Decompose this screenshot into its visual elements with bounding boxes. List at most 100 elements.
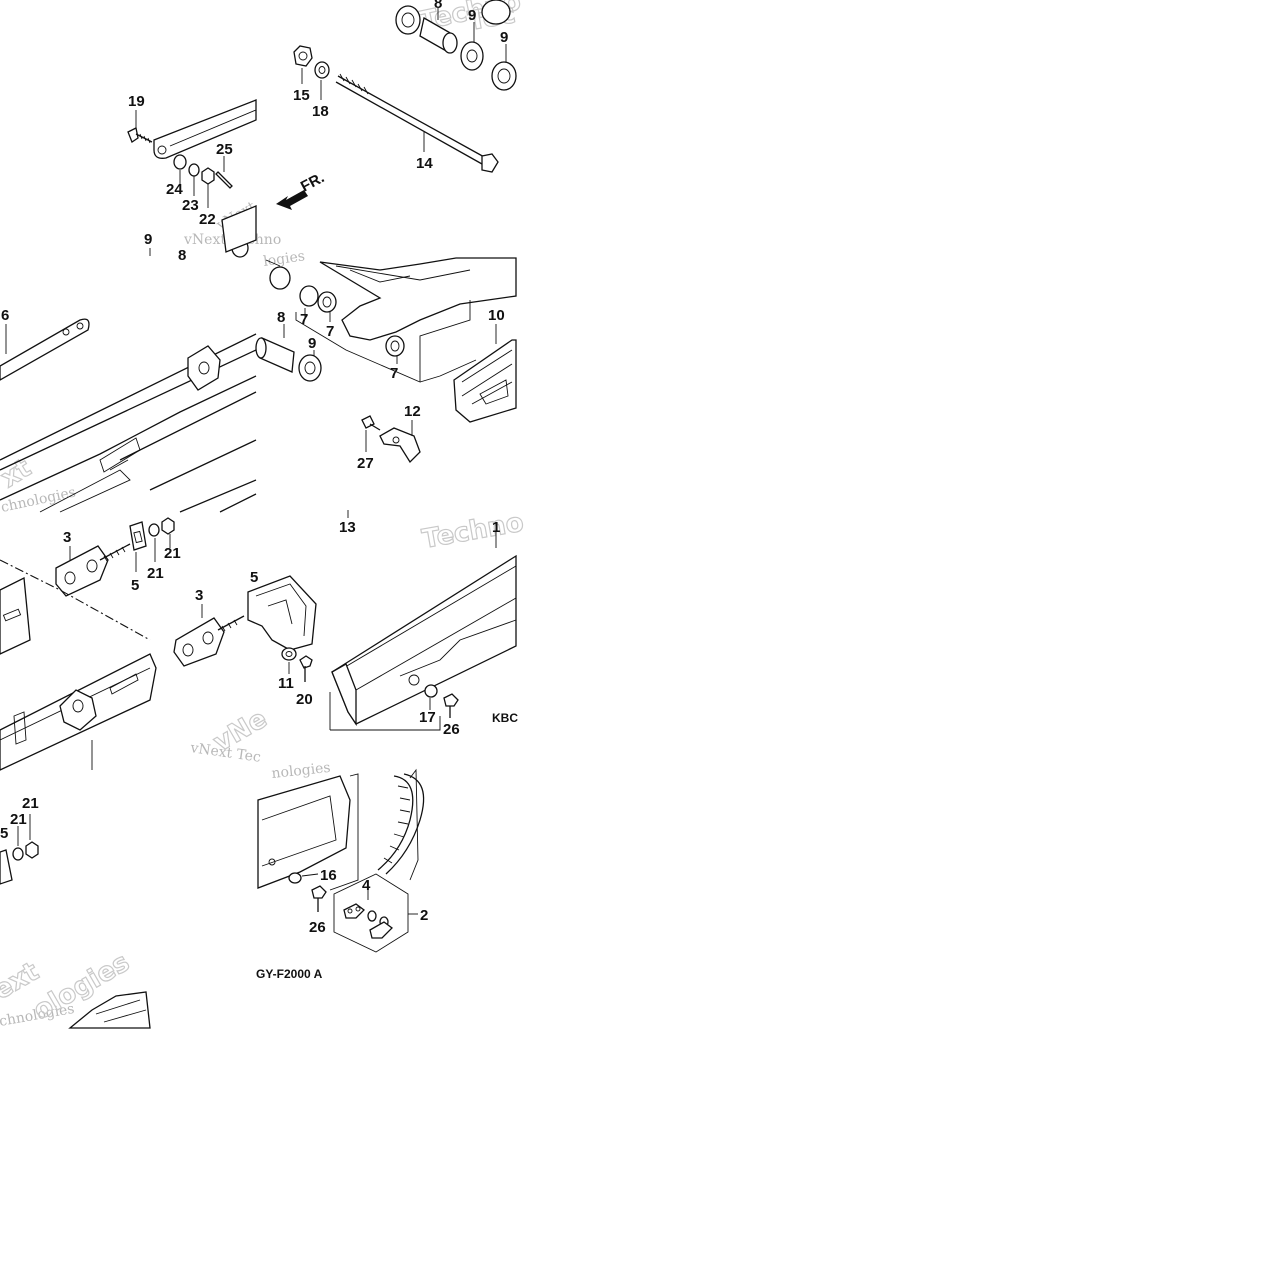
diagram-code-label: GY-F2000 A (256, 967, 323, 981)
chain-adjuster-plate (55, 545, 109, 597)
callout-19: 19 (128, 93, 145, 110)
callout-25: 25 (216, 141, 233, 158)
washer-shape (188, 163, 200, 177)
callout-9: 9 (468, 7, 476, 24)
pivot-bolt-head (481, 153, 499, 173)
callout-21: 21 (22, 795, 39, 812)
chain-slider-strip (0, 318, 90, 381)
watermark-text: xt (0, 453, 36, 494)
pivot-bolt-tile: FR. 8 9 9 15 18 14 (276, 0, 517, 210)
callout-8: 8 (178, 247, 186, 264)
bearing-shape (491, 61, 517, 91)
callout-9: 9 (500, 29, 508, 46)
adjuster-stop-bracket (59, 689, 97, 731)
callout-9: 9 (144, 231, 152, 248)
chain-adjuster-tile: 3 5 21 21 3 (0, 517, 245, 771)
upper-left-tile: 19 25 24 23 22 9 8 (127, 93, 257, 264)
callout-27: 27 (357, 455, 374, 472)
master-link-plate (343, 903, 365, 919)
callout-1: 1 (492, 519, 500, 536)
washer-shape (288, 872, 302, 884)
swingarm-end-shape (0, 576, 31, 655)
chain-slider-arm (153, 99, 257, 159)
callout-16: 16 (320, 867, 337, 884)
pivot-nut-shape (293, 45, 313, 67)
callout-15: 15 (293, 87, 310, 104)
callout-17: 17 (419, 709, 436, 726)
front-arrow-icon (276, 190, 308, 210)
chain-adjuster-plate (173, 617, 225, 667)
bolt-head-shape (361, 415, 375, 429)
callout-7: 7 (300, 311, 308, 328)
o-ring-shape (367, 910, 377, 922)
nut-shape (25, 841, 39, 859)
nut-shape (161, 517, 175, 535)
callout-3: 3 (63, 529, 71, 546)
pivot-bushing-tile: 8 7 7 9 7 7 10 12 27 (255, 257, 517, 472)
bolt-head-shape (127, 127, 139, 143)
callout-21: 21 (147, 565, 164, 582)
callout-7: 7 (390, 365, 398, 382)
hose-clamp-shape (379, 427, 421, 464)
watermark-text: logies (262, 248, 306, 270)
swingarm-right-side (331, 554, 517, 725)
bushing-shape (317, 291, 337, 313)
swingarm-left-tile: 6 (0, 307, 257, 513)
callout-2: 2 (420, 907, 428, 924)
frame-code-label: KBC (492, 711, 518, 725)
callout-4: 4 (362, 877, 371, 894)
callout-8: 8 (277, 309, 285, 326)
bushing-shape (385, 335, 405, 357)
shock-mount-bracket (187, 345, 221, 391)
collar-shape (173, 154, 187, 170)
chain-case-tile: 5 11 20 13 1 17 26 KBC (247, 510, 518, 738)
callout-21: 21 (10, 811, 27, 828)
callout-18: 18 (312, 103, 329, 120)
washer-shape (281, 647, 297, 661)
callout-22: 22 (199, 211, 216, 228)
drive-chain-tile: 16 26 2 4 GY-F2000 A (256, 768, 428, 981)
callout-7: 7 (326, 323, 334, 340)
bolt-head-shape (311, 885, 327, 899)
watermark-text: nologies (271, 760, 332, 782)
washer-shape (314, 61, 330, 79)
callout-11: 11 (278, 675, 294, 692)
washer-shape (12, 847, 24, 861)
callout-10: 10 (488, 307, 505, 324)
callout-14: 14 (416, 155, 433, 172)
lower-left-fragment: 5 21 21 (0, 795, 151, 1029)
callout-5: 5 (131, 577, 139, 594)
callout-3: 3 (195, 587, 203, 604)
washer-shape (424, 684, 438, 698)
callout-8: 8 (434, 0, 442, 12)
bolt-head-shape (443, 693, 459, 707)
oil-seal-shape (395, 5, 421, 35)
swingarm-pivot-body (319, 257, 517, 341)
nut-shape (201, 167, 215, 185)
screw-shape (299, 655, 313, 669)
master-link-box (333, 873, 409, 953)
bearing-shape (298, 354, 322, 382)
callout-9: 9 (308, 335, 316, 352)
callout-5: 5 (0, 825, 8, 842)
cotter-pin-shape (215, 171, 233, 189)
watermark-text: Techno (420, 508, 526, 555)
callout-21: 21 (164, 545, 181, 562)
pivot-bolt-shaft (337, 75, 487, 159)
bearing-shape (460, 41, 484, 71)
callout-5: 5 (250, 569, 258, 586)
adjuster-block-shape (129, 521, 147, 551)
callout-24: 24 (166, 181, 183, 198)
callout-20: 20 (296, 691, 313, 708)
drive-chain-shape (377, 775, 414, 871)
callout-12: 12 (404, 403, 421, 420)
chain-case-fragment (257, 775, 351, 889)
callout-13: 13 (339, 519, 356, 536)
callout-26: 26 (309, 919, 326, 936)
master-link-clip (369, 921, 393, 939)
bushing-shape (299, 285, 319, 307)
callout-26: 26 (443, 721, 460, 738)
callout-6: 6 (1, 307, 9, 324)
washer-shape (148, 523, 160, 537)
